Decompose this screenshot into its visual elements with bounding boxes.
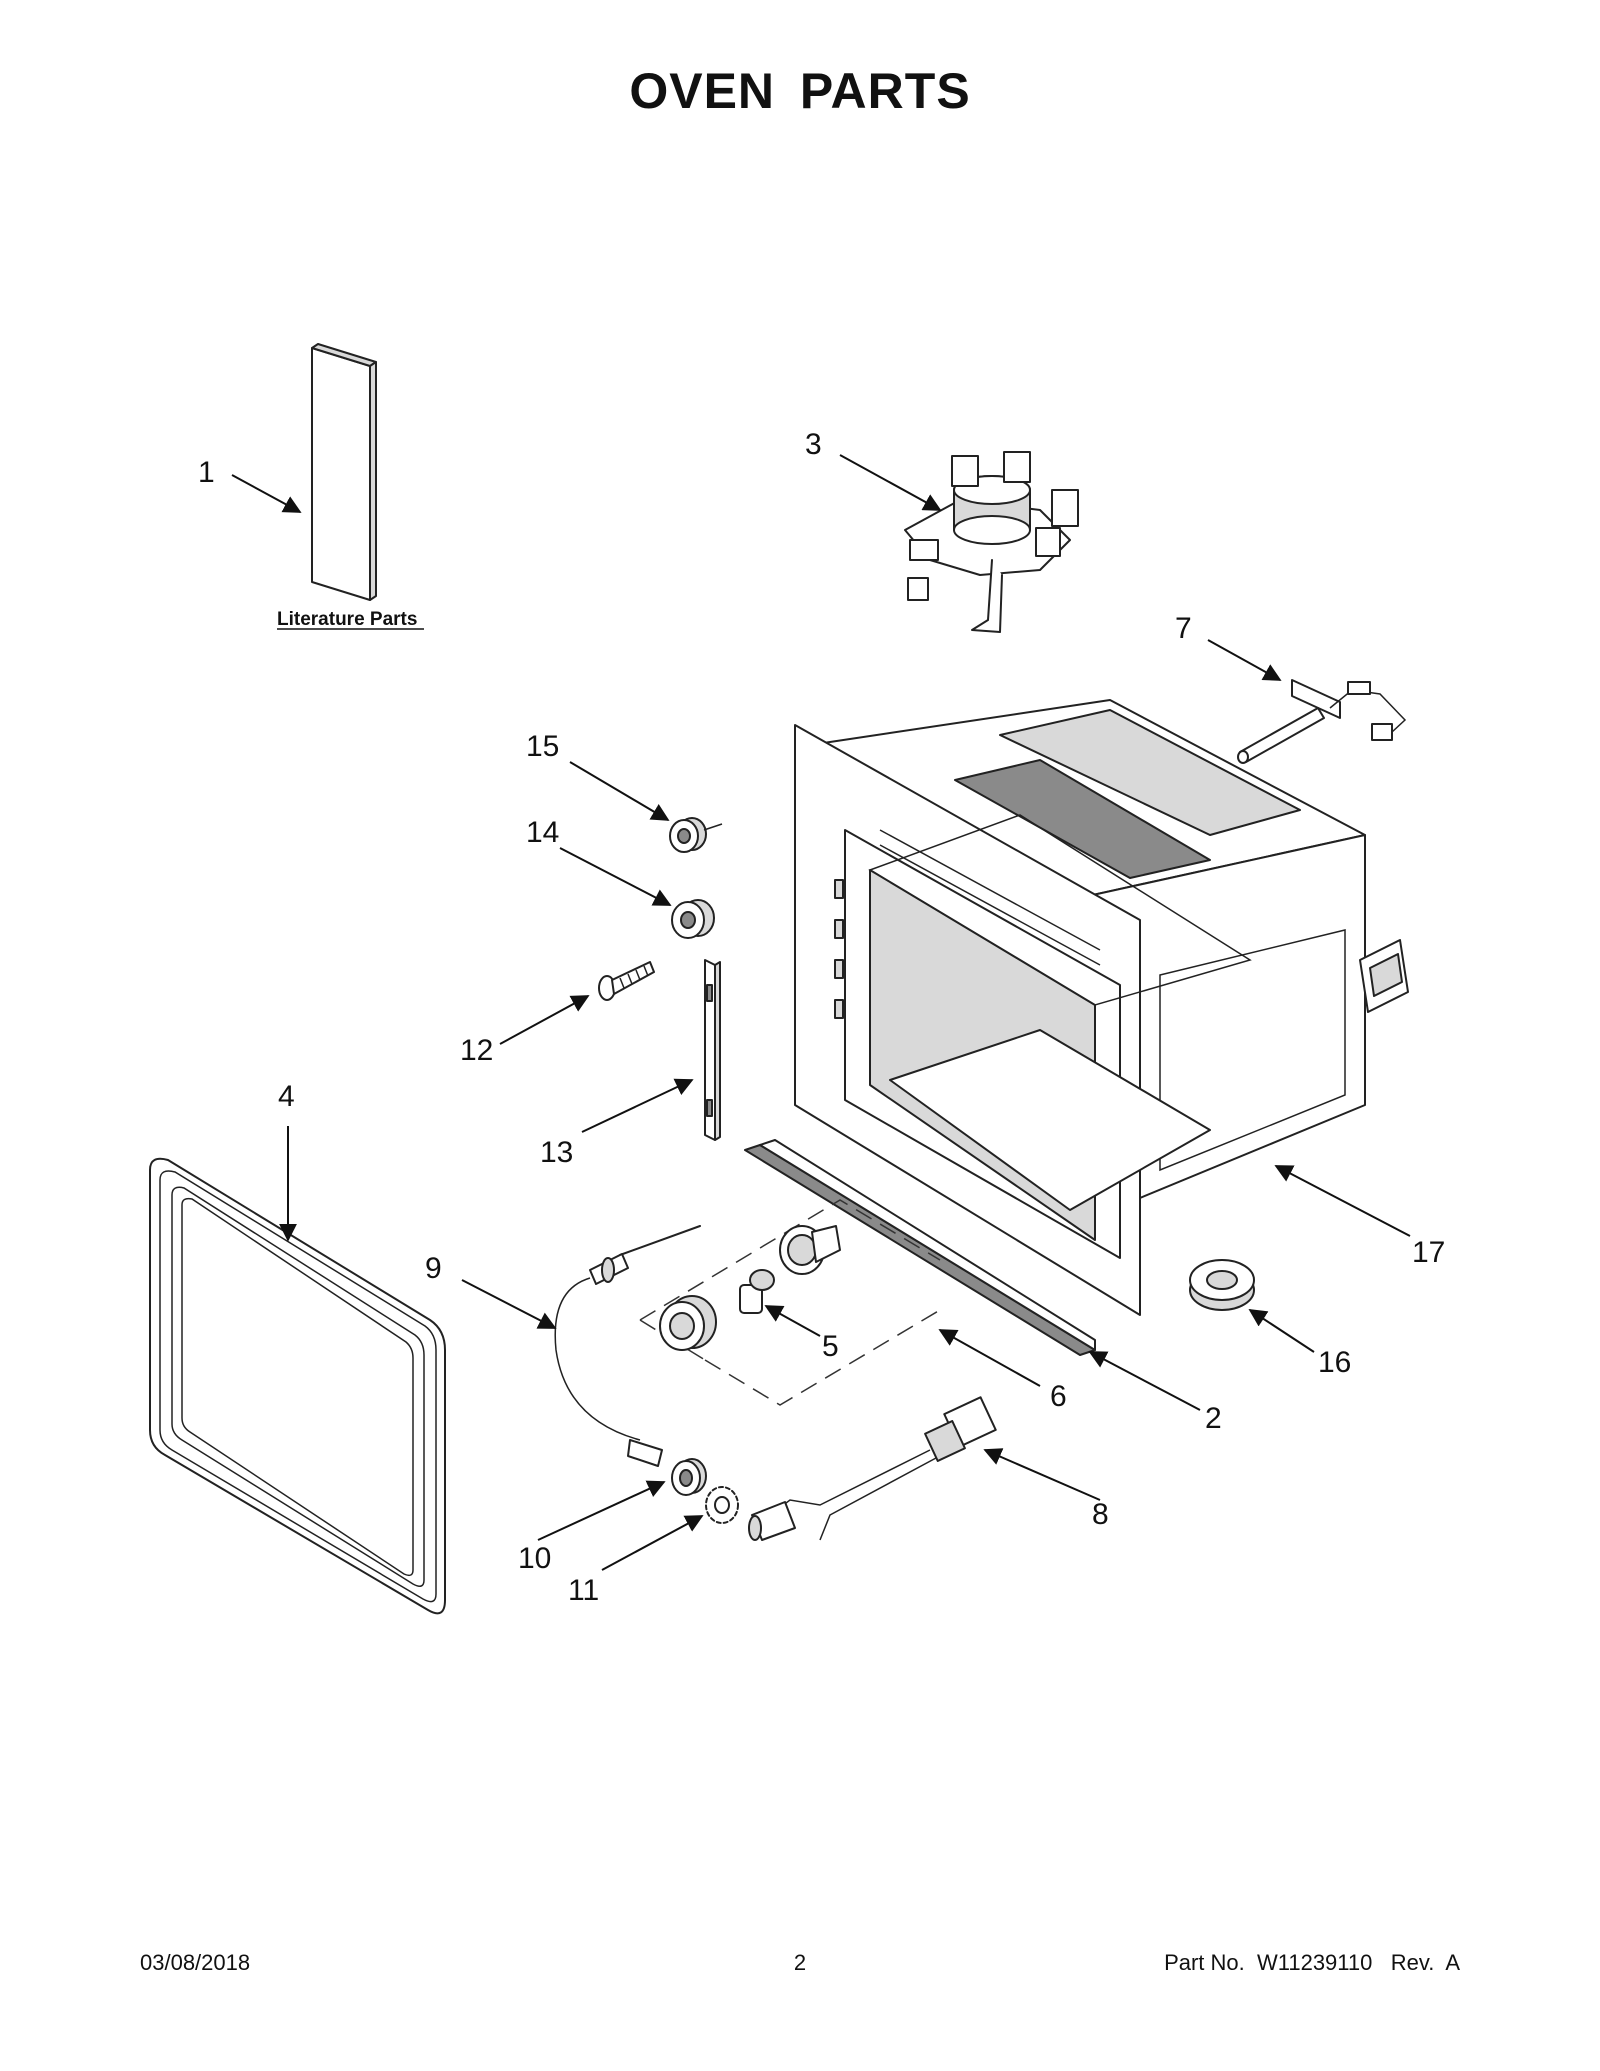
part-13-bracket-strip[interactable]: [704, 959, 721, 1141]
callout-9[interactable]: 9: [425, 1252, 442, 1285]
footer-date: 03/08/2018: [140, 1950, 251, 1975]
part-12-screw[interactable]: [598, 961, 655, 1001]
callout-16[interactable]: 16: [1318, 1346, 1351, 1379]
callout-10[interactable]: 10: [518, 1542, 551, 1575]
callout-4[interactable]: 4: [278, 1080, 295, 1113]
part-8-wire-harness[interactable]: [748, 1396, 997, 1541]
callout-5[interactable]: 5: [822, 1330, 839, 1363]
part-14-bushing[interactable]: [671, 899, 715, 939]
part-9-meat-probe[interactable]: [554, 1225, 701, 1467]
part-10-nut[interactable]: [671, 1458, 707, 1496]
part-11-lock-washer[interactable]: [705, 1486, 739, 1524]
callout-13[interactable]: 13: [540, 1136, 573, 1169]
callout-15[interactable]: 15: [526, 730, 559, 763]
part-17-oven-cavity[interactable]: [794, 699, 1409, 1316]
part-7-temperature-sensor[interactable]: [1237, 679, 1407, 764]
part-5-oven-light[interactable]: [659, 1225, 841, 1351]
part-1-literature-booklet[interactable]: [311, 343, 377, 601]
callout-7[interactable]: 7: [1175, 612, 1192, 645]
literature-parts-label: Literature Parts: [277, 609, 417, 630]
callout-3[interactable]: 3: [805, 428, 822, 461]
footer-page-number: 2: [793, 1950, 807, 1975]
page-title: OVEN PARTS: [629, 63, 971, 119]
part-2-trim-strip[interactable]: [744, 1139, 1096, 1356]
part-15-knob[interactable]: [669, 817, 723, 853]
callout-17[interactable]: 17: [1412, 1236, 1445, 1269]
part-3-motor-assembly[interactable]: [904, 451, 1079, 633]
callout-6[interactable]: 6: [1050, 1380, 1067, 1413]
part-16-grommet[interactable]: [1189, 1259, 1255, 1311]
callout-8[interactable]: 8: [1092, 1498, 1109, 1531]
callout-12[interactable]: 12: [460, 1034, 493, 1067]
callout-14[interactable]: 14: [526, 816, 559, 849]
callout-1[interactable]: 1: [198, 456, 215, 489]
callout-11[interactable]: 11: [568, 1574, 599, 1607]
footer-part-number: Part No. W11239110 Rev. A: [1164, 1950, 1460, 1975]
part-4-door-gasket[interactable]: [149, 1157, 446, 1615]
leader-lines: [231, 454, 1411, 1571]
callout-2[interactable]: 2: [1205, 1402, 1222, 1435]
